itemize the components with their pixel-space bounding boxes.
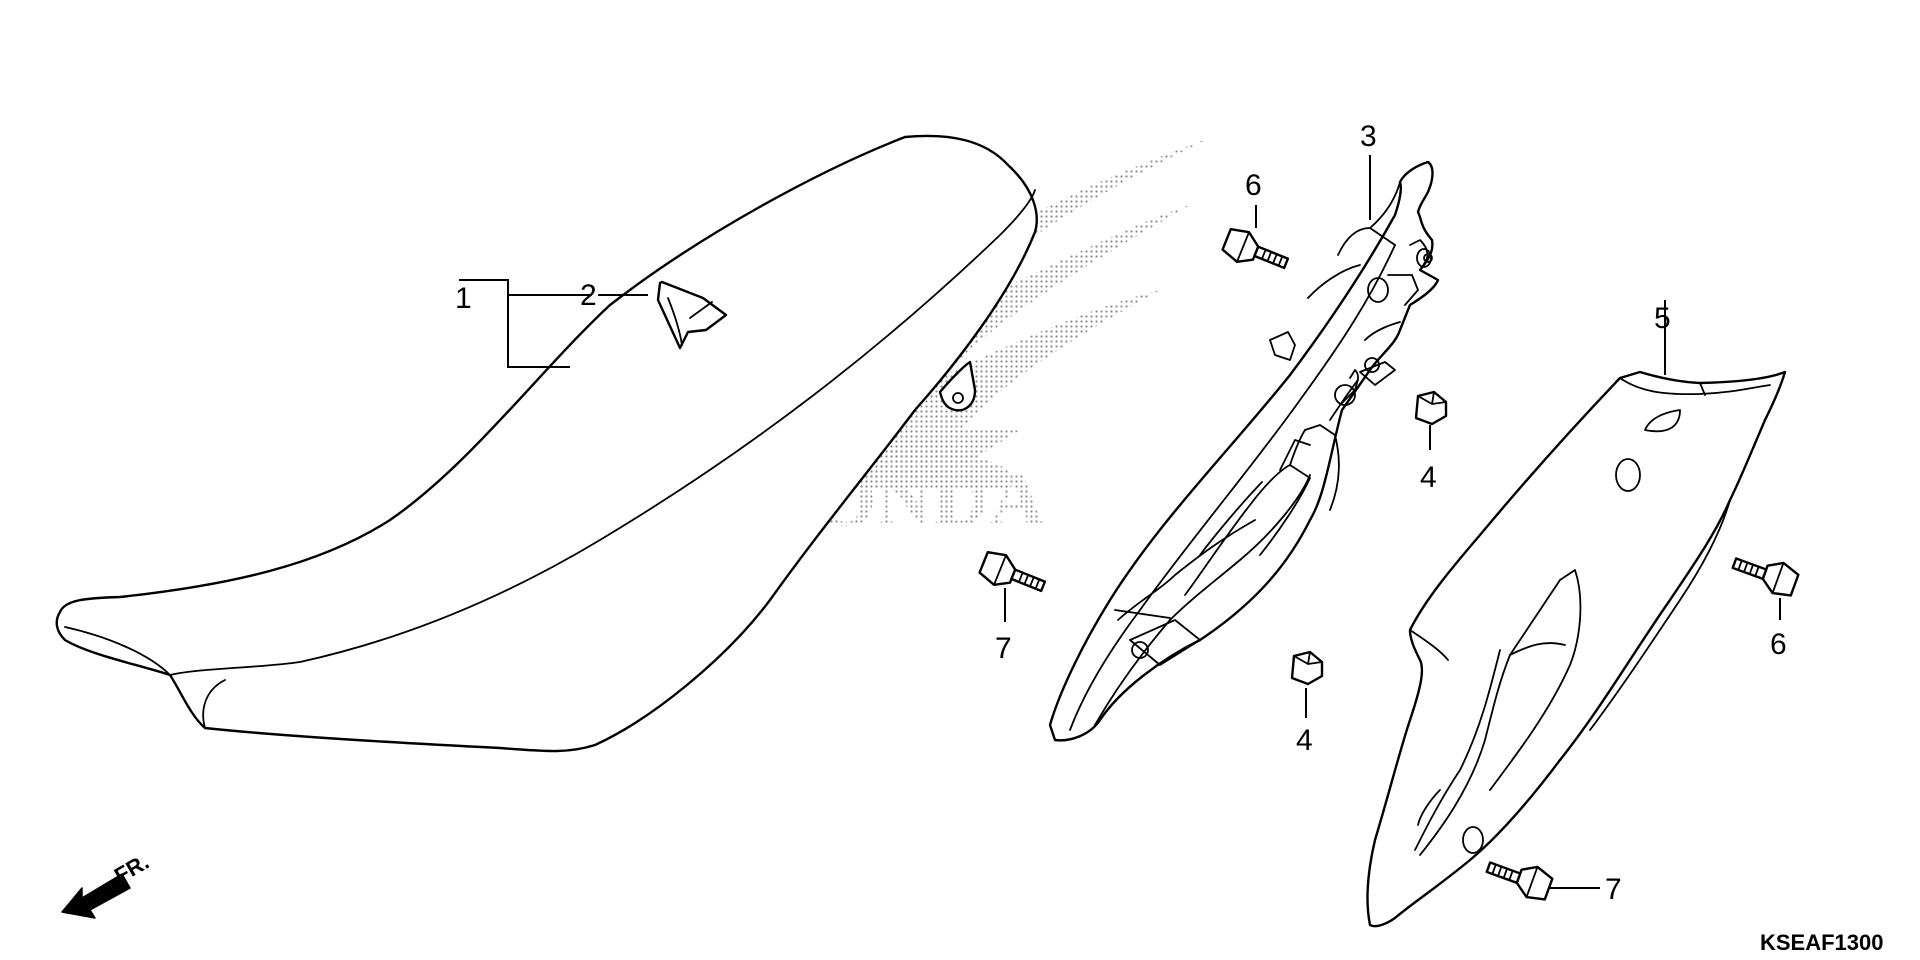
callout-4-lower: 4	[1296, 724, 1313, 757]
nut-4-upper	[1414, 390, 1448, 426]
front-direction-arrow: FR.	[61, 849, 153, 919]
callout-1: 1	[455, 282, 472, 315]
side-cover-left	[1048, 160, 1440, 742]
callout-2: 2	[580, 279, 597, 312]
callout-3: 3	[1360, 120, 1377, 153]
leader-lines	[459, 155, 1781, 889]
callout-7-left: 7	[995, 632, 1012, 665]
callout-7-lower: 7	[1605, 873, 1622, 906]
nut-4-lower	[1290, 650, 1324, 686]
callout-6-right: 6	[1770, 628, 1787, 661]
bolt-7-lower	[1485, 861, 1554, 901]
side-cover-right	[1366, 370, 1787, 928]
bolt-6-right	[1731, 557, 1800, 597]
bolt-7-left	[978, 550, 1047, 593]
callout-5: 5	[1654, 302, 1671, 335]
callout-6-upper: 6	[1245, 169, 1262, 202]
drawing-code: KSEAF1300	[1760, 930, 1884, 955]
callout-4-upper: 4	[1420, 461, 1437, 494]
bolt-6-upper	[1221, 227, 1290, 270]
seat	[55, 134, 1038, 753]
